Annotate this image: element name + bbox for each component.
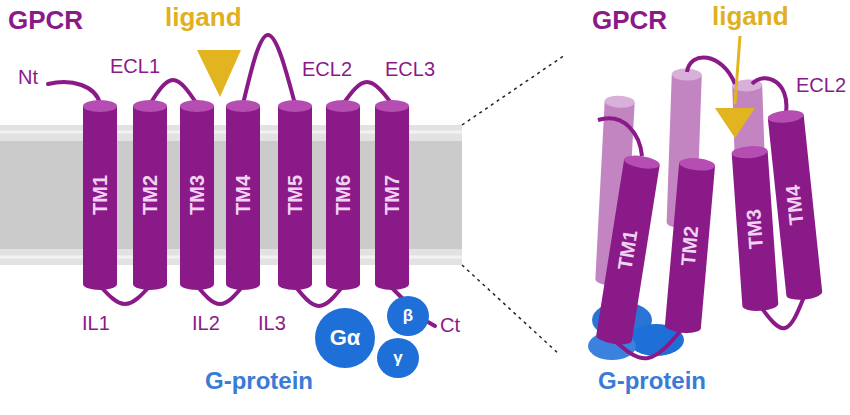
helix-body	[375, 106, 409, 290]
ligand-triangle	[715, 108, 755, 138]
node-text-holder: TM5	[285, 175, 306, 215]
ligand-label: ligand	[165, 3, 242, 32]
ligand-arrow	[735, 36, 740, 104]
helix-top	[679, 156, 716, 171]
loop-label: ECL1	[110, 55, 160, 77]
node-text-holder: TM3	[743, 207, 767, 248]
g-protein-label: G-protein	[598, 368, 706, 394]
helix-top	[375, 100, 409, 112]
node-label: β	[403, 307, 413, 325]
c-terminus-tail	[428, 322, 435, 326]
loop-connector	[243, 35, 295, 104]
transmembrane-helix: TM6	[326, 100, 360, 290]
subunit-shape	[315, 308, 375, 368]
node-text-holder: Gα	[330, 326, 361, 349]
node-label: TM6	[333, 175, 354, 215]
node-text-holder: TM7	[382, 175, 403, 215]
helix-top	[604, 95, 635, 109]
node-label: TM2	[678, 224, 702, 266]
node-label: TM3	[187, 175, 208, 215]
node-text-holder: TM4	[782, 184, 807, 226]
diagram-title: GPCR	[8, 6, 83, 35]
ligand-triangle	[197, 50, 241, 97]
helix-top	[623, 153, 660, 170]
helix-body	[732, 150, 779, 311]
node-text-holder: γ	[393, 349, 402, 367]
loop-label: ECL2	[302, 58, 352, 80]
subunit-shape	[387, 296, 429, 336]
helix-top	[731, 144, 768, 158]
helix-top	[133, 100, 167, 112]
n-terminus-tail	[598, 118, 642, 156]
node-label: TM2	[140, 175, 161, 215]
node-label: TM5	[285, 175, 306, 215]
helix-body	[83, 106, 117, 290]
transmembrane-helix: TM5	[278, 100, 312, 290]
node-text-holder: TM3	[187, 175, 208, 215]
transmembrane-helix: TM3	[180, 100, 214, 290]
node-label: γ	[393, 349, 402, 367]
helix-top	[226, 100, 260, 112]
helix-top	[180, 100, 214, 112]
g-protein-subunit: β	[387, 296, 429, 336]
node-label: TM4	[233, 175, 254, 215]
terminus-label: Nt	[18, 66, 38, 88]
transmembrane-helix: TM7	[375, 100, 409, 290]
loop	[752, 78, 786, 112]
g-protein-label: G-protein	[205, 368, 313, 394]
node-label: TM4	[782, 184, 807, 226]
node-text-holder: TM1	[90, 175, 111, 215]
zoom-line	[462, 55, 565, 125]
node-label: Gα	[330, 326, 361, 349]
node-label: TM1	[90, 175, 111, 215]
node-label: TM7	[382, 175, 403, 215]
node-text-holder: TM4	[233, 175, 254, 215]
transmembrane-helix: TM1	[83, 100, 117, 290]
transmembrane-helix: TM2	[133, 100, 167, 290]
loop-label: IL3	[258, 312, 286, 334]
helix-body	[768, 115, 823, 302]
helix-body	[226, 106, 260, 290]
ligand-label: ligand	[712, 2, 789, 31]
helix-body	[180, 106, 214, 290]
helix-top	[767, 109, 804, 125]
node-text-holder: β	[403, 307, 413, 325]
terminus-label: Ct	[440, 314, 460, 336]
g-protein-subunit: Gα	[315, 308, 375, 368]
helix-top	[278, 100, 312, 112]
loop-label: ECL2	[796, 74, 846, 96]
loop-label: IL1	[82, 312, 110, 334]
node-label: TM3	[743, 207, 767, 248]
helix-top	[326, 100, 360, 112]
helix-top	[83, 100, 117, 112]
transmembrane-helix: TM4	[226, 100, 260, 290]
node-text-holder: TM2	[678, 224, 702, 266]
node-text-holder: TM6	[333, 175, 354, 215]
g-protein-subunit: γ	[377, 338, 419, 378]
diagram-title: GPCR	[592, 6, 667, 35]
helix-body	[278, 106, 312, 290]
loop	[687, 57, 735, 84]
helix-body	[326, 106, 360, 290]
helix-body	[133, 106, 167, 290]
transmembrane-helix: TM3	[731, 144, 778, 311]
node-text-holder: TM2	[140, 175, 161, 215]
loop-connector	[150, 80, 197, 104]
loop-label: IL2	[192, 312, 220, 334]
loop-label: ECL3	[385, 58, 435, 80]
helix-body	[664, 162, 715, 333]
helix-body	[595, 159, 659, 346]
zoom-line	[462, 265, 560, 355]
subunit-shape	[377, 338, 419, 378]
